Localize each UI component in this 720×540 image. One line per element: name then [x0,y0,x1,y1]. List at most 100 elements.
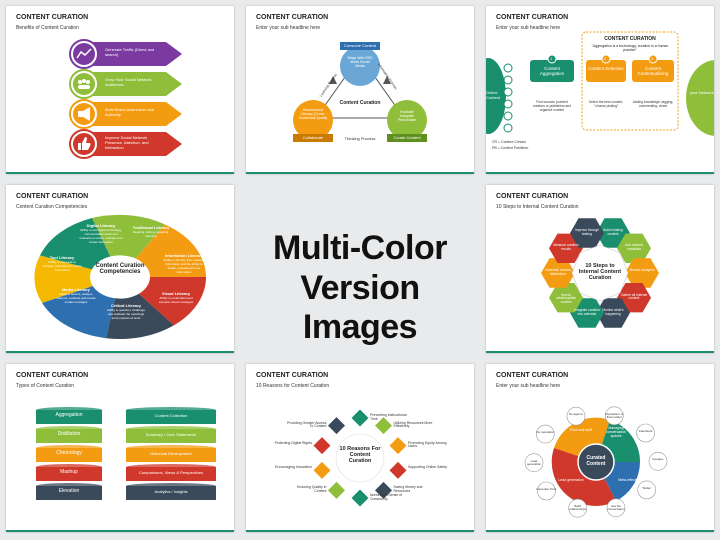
cycle-right-body: Evaluate Integrate Personalize [397,110,417,122]
slide-subtitle: 10 Reasons for Content Curation [256,383,330,389]
slide-curated-content[interactable]: CONTENT CURATION Enter your sub headline… [486,364,714,532]
step-label: Add content metadata [625,243,643,251]
competency-traditional-head: Traditional Literacy [132,225,170,230]
type-layer-label: Chronology [56,450,82,456]
stack-layer-top [36,445,102,451]
stack-layer [126,429,216,443]
cycle-center: Content Curation [339,100,381,106]
agg-content-contextualizing: Content Contextualizing [637,66,669,76]
bubble [636,423,655,443]
benefit-3: Build Brand Awareness and Authority [105,107,155,117]
reason-label: Saving Money and Resources [393,485,423,494]
cycle-left-body: Recommend Literacy (Cross-Contextual Qua… [298,108,328,120]
competency-information-head: Information Literacy [164,253,204,258]
competencies-wheel [34,214,207,340]
step-hexagon [570,298,604,328]
megaphone-icon [78,107,90,121]
agg-content-selection: Content Selection [588,66,624,71]
competency-digital-head: Digital Literacy [86,223,116,228]
cycle-top-body: Blogs Web RSS feeds Social Media [347,56,373,68]
slide-subtitle: Enter your sub headline here [496,383,561,389]
ten-steps-center: 10 Steps to Internal Content Curation [578,263,622,281]
stack-layer-top [36,407,102,413]
stack-layer-top [36,464,102,470]
stack-layer [36,429,102,443]
competency-visual-body: Ability to understand and interpret visu… [158,296,193,304]
slide-subtitle: Enter your sub headline here [496,25,561,31]
agg-online-content: Online Content [486,90,501,100]
reason-diamond [351,489,369,507]
agg-desc-3: Adding knowledge, tagging, commenting, v… [632,100,674,108]
slide-aggregation-flow[interactable]: CONTENT CURATION Enter your sub headline… [486,6,714,174]
process-cycle-diagram [293,42,427,142]
type-layer-label: Aggregation [55,412,83,418]
cycle-top-head: Consume Content [343,43,377,48]
slide-process-cycle[interactable]: CONTENT CURATION Enter your sub headline… [246,6,474,174]
slide-subtitle: 10 Steps to Internal Content Curation [496,204,579,210]
reason-label: Preventing Instructional Time [370,413,407,421]
reason-label: Encouraging Innovation [275,465,312,470]
stack-layer [36,467,102,481]
curated-center: Curated Content [586,455,606,467]
slide-subtitle: Types of Content Curation [16,383,75,389]
stack-layer-top [36,483,102,489]
reason-diamond [328,417,345,435]
competency-tool-head: Tool Literacy [49,255,75,260]
curated-seg-left: Find cool stuff [570,428,592,432]
bubble-label: No agency [568,412,584,417]
bubble-label: Reputation of that curator [605,411,624,420]
slide-benefits[interactable]: CONTENT CURATION Benefits of Content Cur… [6,6,234,174]
competency-information-body: Ability to identify, find, evaluate info… [163,258,205,274]
stack-layer-top [126,464,216,470]
stack-layer-top [126,483,216,489]
bubble [535,424,555,444]
step-label: Gather all internal content [620,292,647,301]
step-hexagon [570,218,604,248]
step-hexagon [596,298,630,328]
type-description-label: Analytics / Insights [154,489,188,494]
slide-title: CONTENT CURATION [496,193,569,200]
slide-subtitle: Content Curation Competencies [16,204,88,210]
reason-diamond [313,461,331,479]
reason-diamond [389,437,407,455]
step-label: Improve through testing [575,228,600,236]
curated-seg-right: Meta-effects [618,478,638,482]
multi-color-caption: Multi-Color Version Images [246,185,474,353]
cycle-left-head: Collaborate [302,135,324,140]
cycle-bottom: Thinking Process [344,136,376,141]
stack-layer [36,486,102,500]
step-hexagon [549,283,583,313]
slide-competencies[interactable]: CONTENT CURATION Content Curation Compet… [6,185,234,353]
step-label: How to create/update content [555,292,577,304]
bubble [566,406,586,426]
reason-label: Ensuring Quality in Content [297,485,327,494]
agg-network: your Network [690,90,714,95]
stack-layer [36,448,102,462]
benefit-2: Grow Your Social Network Audiences [105,77,152,87]
reason-diamond [313,437,331,455]
reason-label: Providing Greater Access To Content [286,420,327,429]
slide-subtitle: Enter your sub headline here [256,25,321,31]
type-description-label: Historical Development [150,451,192,456]
competencies-center: Content Curation Competencies [95,263,145,275]
bubble-label: Lead generation [526,458,542,466]
competency-critical-head: Critical Literacy [110,303,141,308]
bubble [605,406,624,426]
slide-reasons[interactable]: CONTENT CURATION 10 Reasons for Content … [246,364,474,532]
stack-layer-top [126,445,216,451]
slide-types[interactable]: CONTENT CURATION Types of Content Curati… [6,364,234,532]
bubble-label: Google+ [652,457,664,462]
slide-ten-steps[interactable]: CONTENT CURATION 10 Steps to Internal Co… [486,185,714,353]
bubble [568,498,587,518]
curated-seg-top: Managing conversation spaces [606,426,626,438]
caption-line-1: Multi-Color [273,229,447,267]
slide-title: CONTENT CURATION [256,372,329,379]
competency-media-head: Media Literacy [62,287,90,292]
people-icon [78,80,82,84]
bubble [648,452,668,471]
step-hexagon [549,233,583,263]
thumbs-up-icon [78,137,91,150]
reason-label: Utilizing Resources More Effectively [393,420,433,429]
agg-box-head: CONTENT CURATION [604,36,656,42]
bubble [537,481,556,501]
